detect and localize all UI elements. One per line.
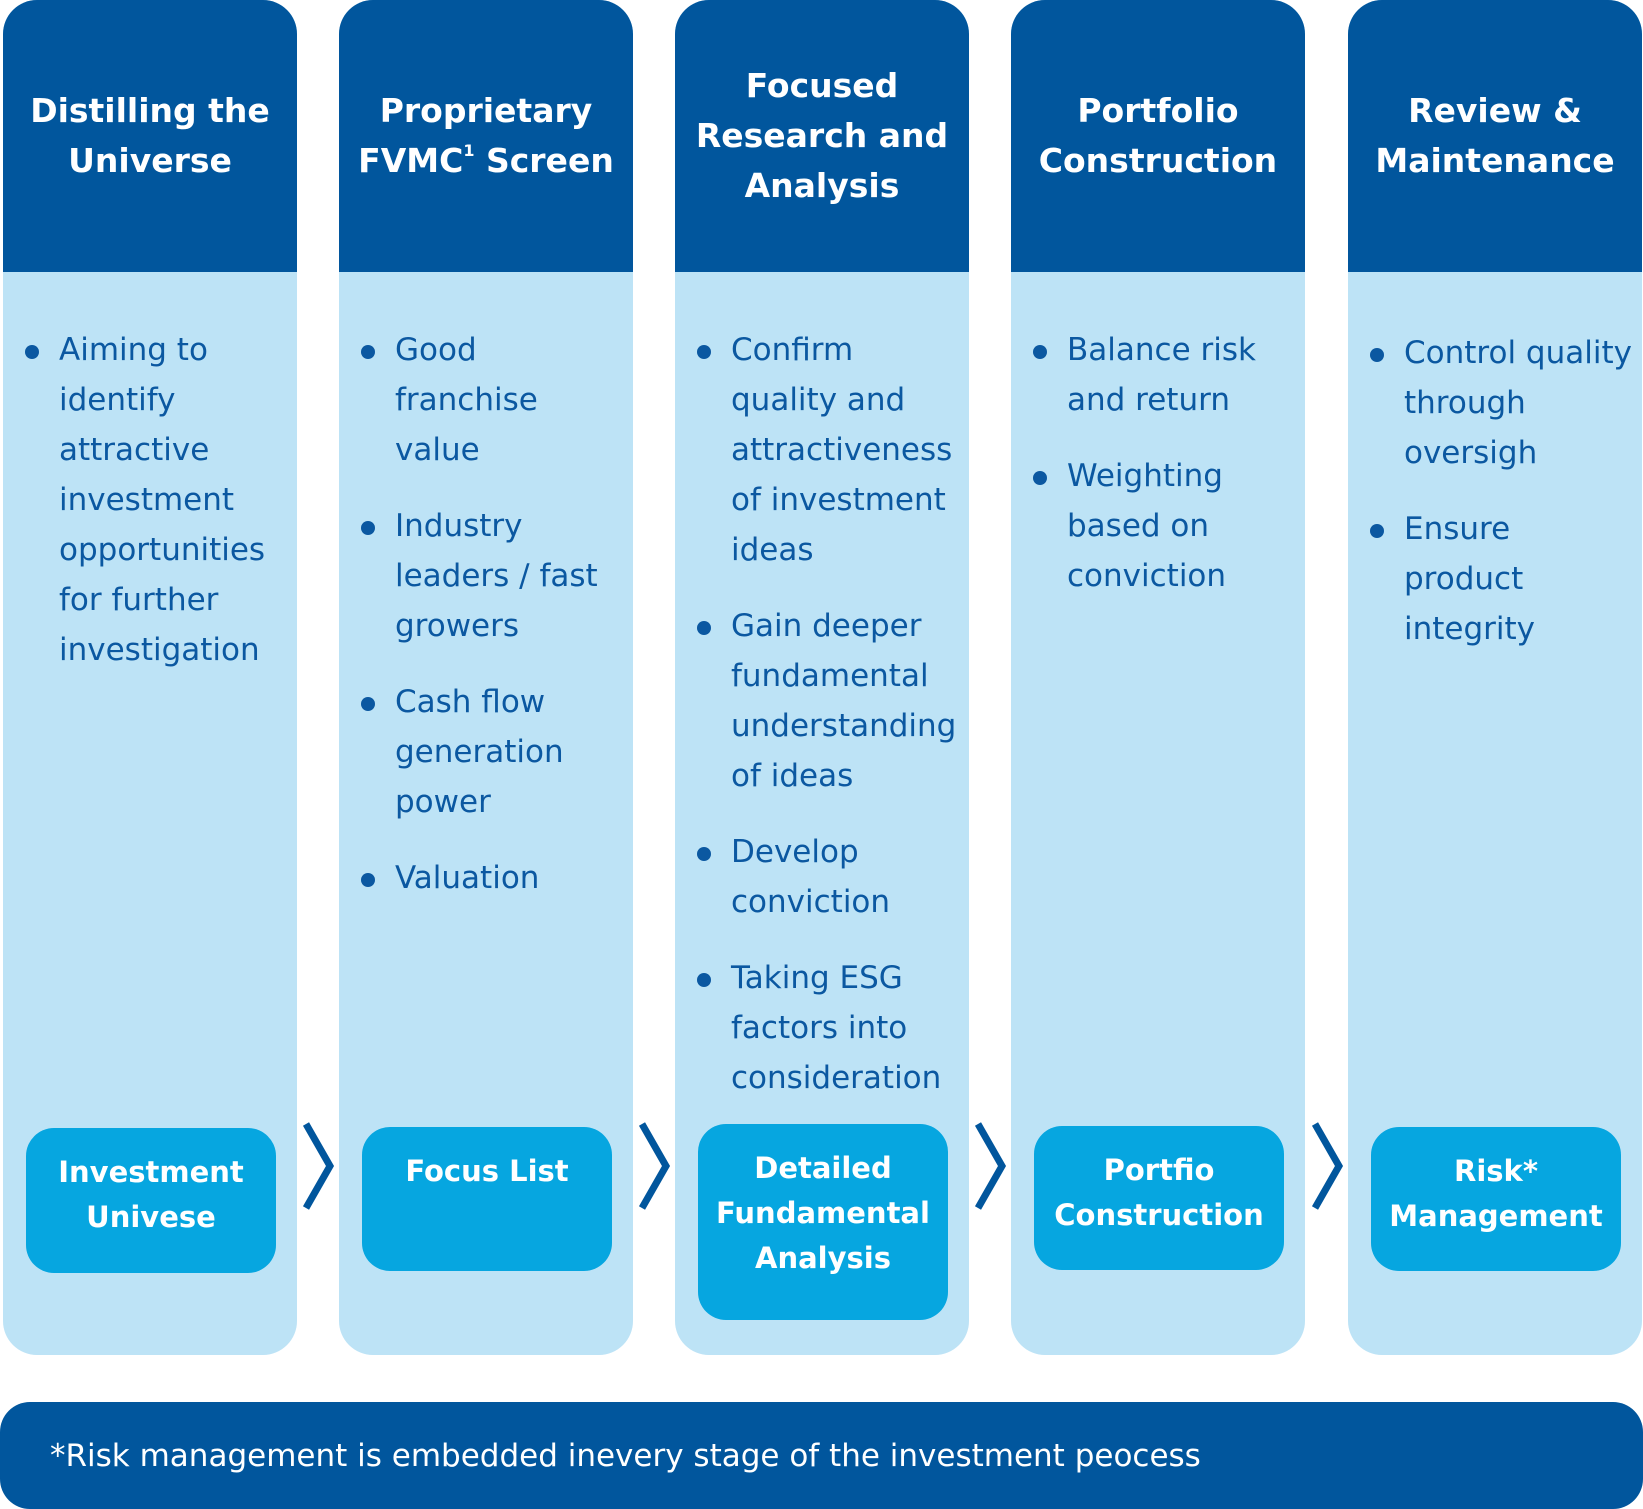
stage-box-investment-universe: Investment Univese	[26, 1128, 276, 1273]
title-line: Proprietary	[379, 91, 593, 130]
footnote-marker: 1	[463, 141, 475, 160]
column-header: Proprietary FVMC1 Screen	[339, 0, 633, 272]
stage-box-focus-list: Focus List	[362, 1127, 612, 1271]
column-title: Review & Maintenance	[1375, 86, 1614, 186]
stage-label-line: Risk*	[1454, 1154, 1538, 1188]
column-proprietary-screen: Proprietary FVMC1 Screen Good franchise …	[339, 0, 633, 1355]
stage-label-line: Portfio	[1103, 1153, 1215, 1187]
bullet-item: Confirm quality and attractiveness of in…	[695, 325, 965, 575]
bullet-item: Weighting based on conviction	[1031, 451, 1271, 601]
bullet-item: Develop conviction	[695, 827, 965, 927]
stage-box-detailed-analysis: Detailed Fundamental Analysis	[698, 1124, 948, 1320]
stage-label-line: Fundamental	[716, 1196, 930, 1230]
column-title: Portfolio Construction	[1039, 86, 1277, 186]
bullet-list: Good franchise value Industry leaders / …	[359, 325, 625, 929]
chevron-right-icon	[300, 1118, 336, 1214]
title-line: Universe	[68, 141, 232, 180]
column-header: Focused Research and Analysis	[675, 0, 969, 272]
stage-label-line: Management	[1389, 1199, 1603, 1233]
column-title: Proprietary FVMC1 Screen	[358, 86, 614, 186]
stage-box-risk-management: Risk* Management	[1371, 1127, 1621, 1271]
bullet-item: Ensure product integrity	[1368, 504, 1634, 654]
column-distilling-universe: Distilling the Universe Aiming to identi…	[3, 0, 297, 1355]
column-header: Distilling the Universe	[3, 0, 297, 272]
bullet-item: Aiming to identify attractive investment…	[23, 325, 265, 675]
title-line: Construction	[1038, 141, 1278, 180]
bullet-item: Industry leaders / fast growers	[359, 501, 625, 651]
title-line: FVMC1 Screen	[358, 136, 614, 186]
bullet-item: Taking ESG factors into consideration	[695, 953, 965, 1103]
stage-label-line: Investment	[58, 1155, 244, 1189]
bullet-list: Aiming to identify attractive investment…	[23, 325, 265, 701]
bullet-list: Confirm quality and attractiveness of in…	[695, 325, 965, 1129]
column-focused-research: Focused Research and Analysis Confirm qu…	[675, 0, 969, 1355]
bullet-item: Gain deeper fundamental understanding of…	[695, 601, 965, 801]
title-line: Research and	[695, 116, 949, 155]
bullet-item: Cash flow generation power	[359, 677, 625, 827]
bullet-item: Valuation	[359, 853, 625, 903]
title-line: Maintenance	[1375, 141, 1615, 180]
stage-box-portfolio-construction: Portfio Construction	[1034, 1126, 1284, 1270]
title-line: Analysis	[744, 166, 900, 205]
column-header: Portfolio Construction	[1011, 0, 1305, 272]
title-fvmc: FVMC	[358, 141, 464, 180]
chevron-right-icon	[972, 1118, 1008, 1214]
column-title: Focused Research and Analysis	[696, 61, 948, 211]
chevron-right-icon	[636, 1118, 672, 1214]
column-portfolio-construction: Portfolio Construction Balance risk and …	[1011, 0, 1305, 1355]
title-line: Distilling the	[30, 91, 270, 130]
title-screen: Screen	[485, 141, 614, 180]
column-review-maintenance: Review & Maintenance Control quality thr…	[1348, 0, 1642, 1355]
title-line: Review &	[1408, 91, 1582, 130]
stage-label-line: Analysis	[755, 1241, 891, 1275]
footer-note: *Risk management is embedded inevery sta…	[50, 1437, 1201, 1474]
bullet-item: Good franchise value	[359, 325, 625, 475]
title-line: Portfolio	[1077, 91, 1239, 130]
stage-label-line: Univese	[86, 1200, 216, 1234]
column-title: Distilling the Universe	[30, 86, 270, 186]
stage-label-line: Focus List	[405, 1154, 569, 1188]
bullet-list: Control quality through oversigh Ensure …	[1368, 328, 1634, 680]
chevron-right-icon	[1309, 1118, 1345, 1214]
stage-label-line: Detailed	[754, 1151, 892, 1185]
title-line: Focused	[745, 66, 899, 105]
bullet-item: Balance risk and return	[1031, 325, 1271, 425]
bullet-list: Balance risk and return Weighting based …	[1031, 325, 1271, 627]
stage-label-line: Construction	[1054, 1198, 1264, 1232]
bullet-item: Control quality through oversigh	[1368, 328, 1634, 478]
footer-note-bar: *Risk management is embedded inevery sta…	[0, 1402, 1643, 1509]
column-header: Review & Maintenance	[1348, 0, 1642, 272]
